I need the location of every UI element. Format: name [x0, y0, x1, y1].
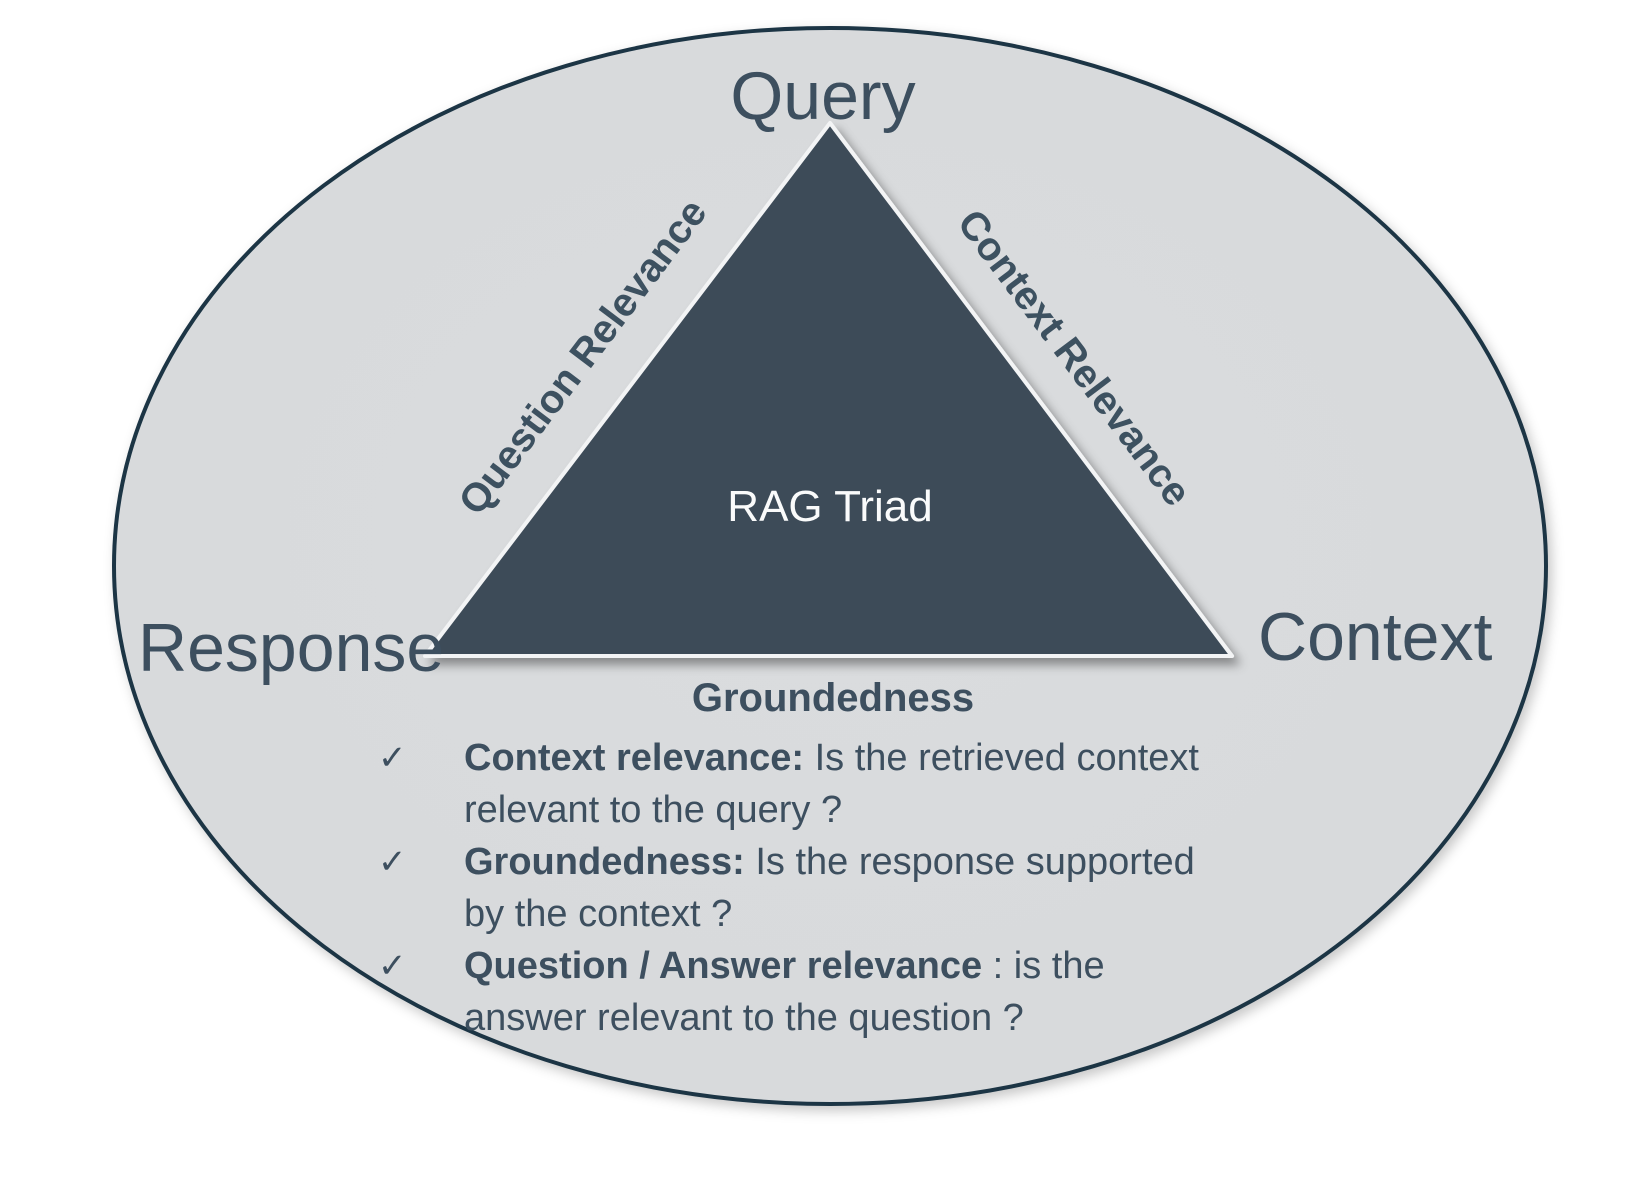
- vertex-label-response: Response: [138, 610, 445, 686]
- checklist-line1: : is the: [982, 945, 1105, 987]
- checklist-term: Context relevance:: [464, 737, 805, 779]
- checkmark-icon: ✓: [378, 739, 407, 777]
- checklist-line2: answer relevant to the question ?: [464, 997, 1024, 1039]
- definitions-checklist: ✓ Context relevance: Is the retrieved co…: [378, 732, 1378, 1044]
- vertex-label-context: Context: [1258, 599, 1493, 675]
- checklist-line2: relevant to the query ?: [464, 789, 843, 831]
- checklist-item-text: Groundedness: Is the response supported b…: [464, 836, 1195, 940]
- checklist-item-question-answer-relevance: ✓ Question / Answer relevance : is the an…: [378, 940, 1378, 1044]
- checklist-line2: by the context ?: [464, 893, 733, 935]
- checkmark-icon: ✓: [378, 947, 407, 985]
- checklist-item-context-relevance: ✓ Context relevance: Is the retrieved co…: [378, 732, 1378, 836]
- checklist-item-groundedness: ✓ Groundedness: Is the response supporte…: [378, 836, 1378, 940]
- checkmark-icon: ✓: [378, 843, 407, 881]
- vertex-label-query: Query: [730, 58, 916, 134]
- rag-triangle: [423, 121, 1234, 658]
- checklist-line1: Is the response supported: [744, 841, 1195, 883]
- checklist-item-text: Context relevance: Is the retrieved cont…: [464, 732, 1199, 836]
- checklist-term: Question / Answer relevance: [464, 945, 983, 987]
- checklist-line1: Is the retrieved context: [804, 737, 1199, 779]
- triangle-center-title: RAG Triad: [727, 482, 933, 531]
- edge-label-groundedness: Groundedness: [691, 676, 975, 720]
- checklist-term: Groundedness:: [464, 841, 745, 883]
- checklist-item-text: Question / Answer relevance : is the answ…: [464, 940, 1105, 1044]
